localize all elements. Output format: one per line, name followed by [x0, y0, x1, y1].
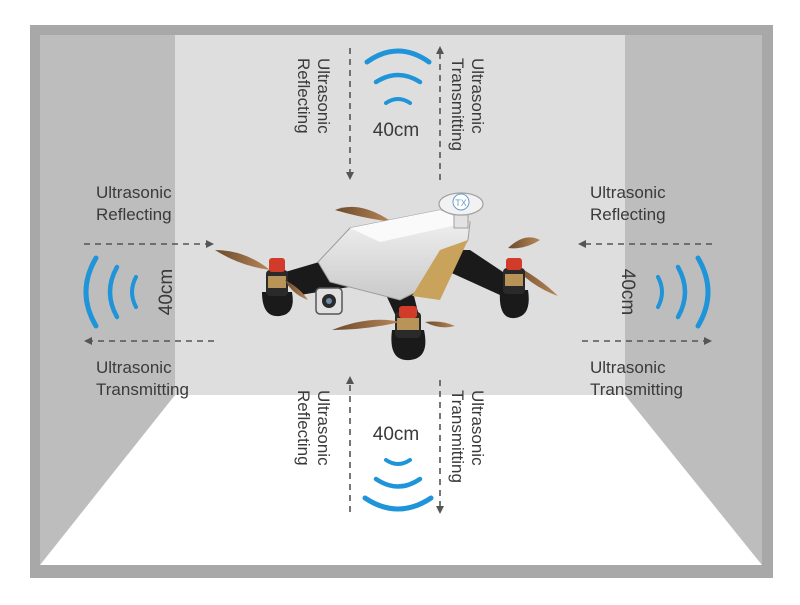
drone-propeller-front-bottom-2 [425, 321, 455, 328]
drone-motor-right [499, 258, 529, 319]
top-transmit-label: Ultrasonic Transmitting [448, 58, 487, 151]
drone-tx-module: TX [438, 192, 484, 229]
right-wave-icon [656, 255, 711, 329]
left-transmit-label: Ultrasonic Transmitting [96, 358, 189, 399]
top-wave-icon [364, 48, 432, 105]
top-distance-label: 40cm [373, 120, 419, 141]
left-wave-icon [83, 255, 138, 329]
left-sensor: Ultrasonic Reflecting 40cm Ultrasonic Tr… [83, 183, 214, 399]
tx-badge-label: TX [455, 198, 467, 208]
right-sensor: Ultrasonic Reflecting 40cm Ultrasonic Tr… [578, 183, 712, 399]
drone-image: TX [215, 192, 558, 361]
room [30, 25, 773, 578]
right-transmit-label: Ultrasonic Transmitting [590, 358, 683, 399]
drone-propeller-front-left [215, 250, 270, 270]
top-sensor: Ultrasonic Reflecting Ultrasonic Transmi… [294, 46, 487, 180]
bottom-distance-label: 40cm [373, 424, 419, 445]
right-distance-label: 40cm [617, 269, 638, 315]
left-distance-label: 40cm [156, 269, 177, 315]
drone-propeller-back-left [335, 206, 392, 222]
drone-propeller-front-left-2 [285, 280, 308, 300]
drone-motor-bottom [391, 306, 426, 361]
drone-motor-left [262, 258, 293, 317]
bottom-sensor: Ultrasonic Reflecting Ultrasonic Transmi… [294, 376, 487, 514]
bottom-reflect-label: Ultrasonic Reflecting [294, 390, 333, 470]
bottom-transmit-label: Ultrasonic Transmitting [448, 390, 487, 483]
floor [40, 395, 762, 565]
right-wall [625, 35, 762, 565]
right-reflect-label: Ultrasonic Reflecting [590, 183, 670, 224]
left-reflect-label: Ultrasonic Reflecting [96, 183, 176, 224]
bottom-wave-icon [362, 458, 434, 512]
left-wall [40, 35, 175, 565]
drone-propeller-back-right [508, 237, 540, 249]
top-reflect-label: Ultrasonic Reflecting [294, 58, 333, 138]
drone-propeller-front-bottom [332, 319, 400, 330]
